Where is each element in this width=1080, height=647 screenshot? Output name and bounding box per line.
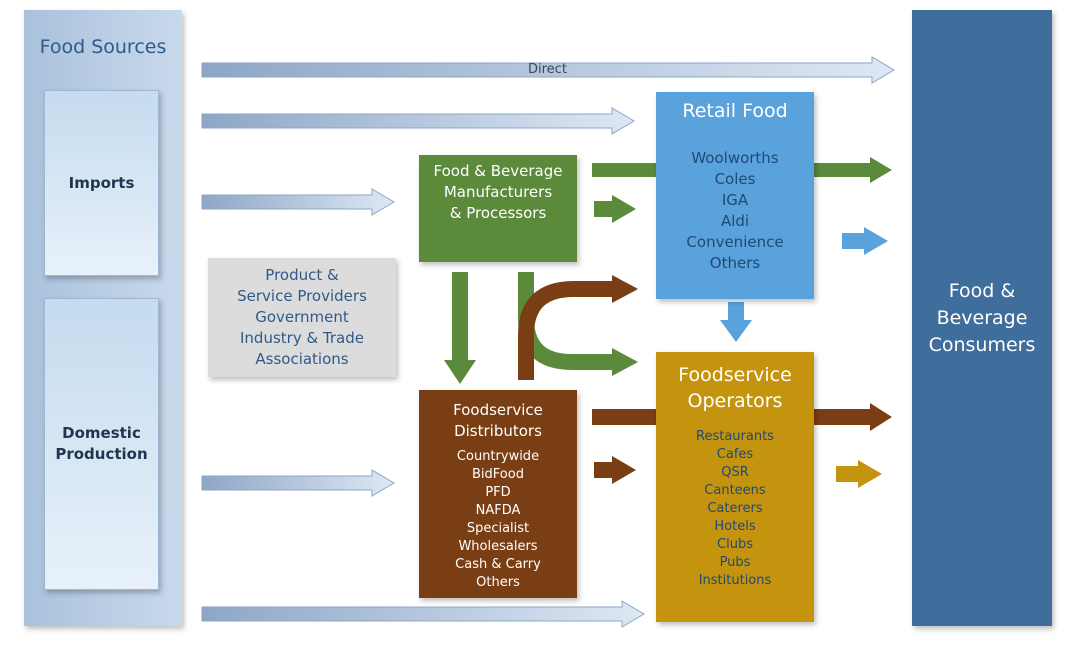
distributors-title-line: Distributors <box>454 422 542 440</box>
foodservice-distributors-box: Foodservice Distributors Countrywide Bid… <box>419 390 577 598</box>
operator-item: Cafes <box>716 447 754 462</box>
domestic-to-distributors-arrow <box>201 469 395 497</box>
operator-item: Hotels <box>714 519 756 534</box>
manufacturers-line-3: & Processors <box>449 204 547 222</box>
manufacturers-to-distributors-arrow <box>444 272 476 384</box>
distributor-item: PFD <box>485 485 511 500</box>
imports-label: Imports <box>68 174 135 192</box>
distributors-title-line: Foodservice <box>453 401 543 419</box>
retail-item: Others <box>709 254 761 272</box>
direct-label: Direct <box>528 62 567 77</box>
retail-to-operators-arrow <box>720 302 752 342</box>
operator-item: Restaurants <box>696 429 774 444</box>
distributor-item: NAFDA <box>475 503 521 518</box>
consumers-box: Food & Beverage Consumers <box>912 10 1052 626</box>
distributor-item: BidFood <box>472 467 524 482</box>
manufacturers-box: Food & Beverage Manufacturers & Processo… <box>419 155 577 262</box>
domestic-to-operators-arrow <box>201 600 645 628</box>
operators-title-line: Foodservice <box>678 364 792 386</box>
operators-title: Foodservice Operators <box>656 362 814 414</box>
consumers-line-2: Beverage <box>936 306 1028 329</box>
distributor-item: Others <box>476 575 520 590</box>
distributor-item: Specialist <box>466 521 530 536</box>
distributors-to-retail-curve <box>518 281 614 380</box>
retail-items: Woolworths Coles IGA Aldi Convenience Ot… <box>656 148 814 274</box>
retail-to-consumers-arrow <box>842 227 888 255</box>
operators-items: Restaurants Cafes QSR Canteens Caterers … <box>656 428 814 590</box>
retail-item: IGA <box>721 191 749 209</box>
domestic-production-label: Domestic Production <box>55 424 148 463</box>
distributors-title: Foodservice Distributors <box>419 400 577 442</box>
distributors-items: Countrywide BidFood PFD NAFDA Specialist… <box>419 448 577 592</box>
consumers-line-1: Food & <box>948 279 1016 302</box>
manufacturers-line-2: Manufacturers <box>443 183 553 201</box>
providers-line-1: Product & <box>265 266 339 284</box>
operator-item: Pubs <box>719 555 751 570</box>
retail-food-title: Retail Food <box>682 100 788 122</box>
providers-line-4: Industry & Trade <box>240 329 364 347</box>
providers-line-5: Associations <box>255 350 349 368</box>
operator-item: Clubs <box>717 537 753 552</box>
direct-arrow <box>201 56 895 84</box>
imports-to-manufacturers-arrow <box>201 188 395 216</box>
distributors-to-retail-head <box>612 275 638 303</box>
domestic-production-box: Domestic Production <box>44 298 159 590</box>
food-sources-title: Food Sources <box>39 36 167 58</box>
operator-item: Canteens <box>704 483 766 498</box>
service-providers-box: Product & Service Providers Government I… <box>208 258 396 377</box>
operator-item: QSR <box>721 465 749 480</box>
manufacturers-line-1: Food & Beverage <box>433 162 563 180</box>
distributor-item: Wholesalers <box>458 539 538 554</box>
retail-item: Aldi <box>720 212 750 230</box>
providers-line-2: Service Providers <box>237 287 367 305</box>
distributor-item: Countrywide <box>456 449 540 464</box>
retail-item: Coles <box>714 170 756 188</box>
retail-food-box: Retail Food Woolworths Coles IGA Aldi Co… <box>656 92 814 299</box>
distributor-item: Cash & Carry <box>455 557 541 572</box>
retail-item: Convenience <box>686 233 784 251</box>
foodservice-operators-box: Foodservice Operators Restaurants Cafes … <box>656 352 814 622</box>
operator-item: Caterers <box>707 501 763 516</box>
imports-box: Imports <box>44 90 159 276</box>
providers-line-3: Government <box>255 308 349 326</box>
distributors-to-operators-arrow <box>594 456 636 484</box>
operators-title-line: Operators <box>687 390 783 412</box>
manufacturers-to-operators-head <box>612 348 638 376</box>
manufacturers-to-retail-arrow <box>594 195 636 223</box>
retail-item: Woolworths <box>691 149 779 167</box>
imports-to-retail-arrow <box>201 107 635 135</box>
operators-to-consumers-arrow <box>836 460 882 488</box>
consumers-line-3: Consumers <box>928 333 1036 356</box>
operator-item: Institutions <box>698 573 772 588</box>
